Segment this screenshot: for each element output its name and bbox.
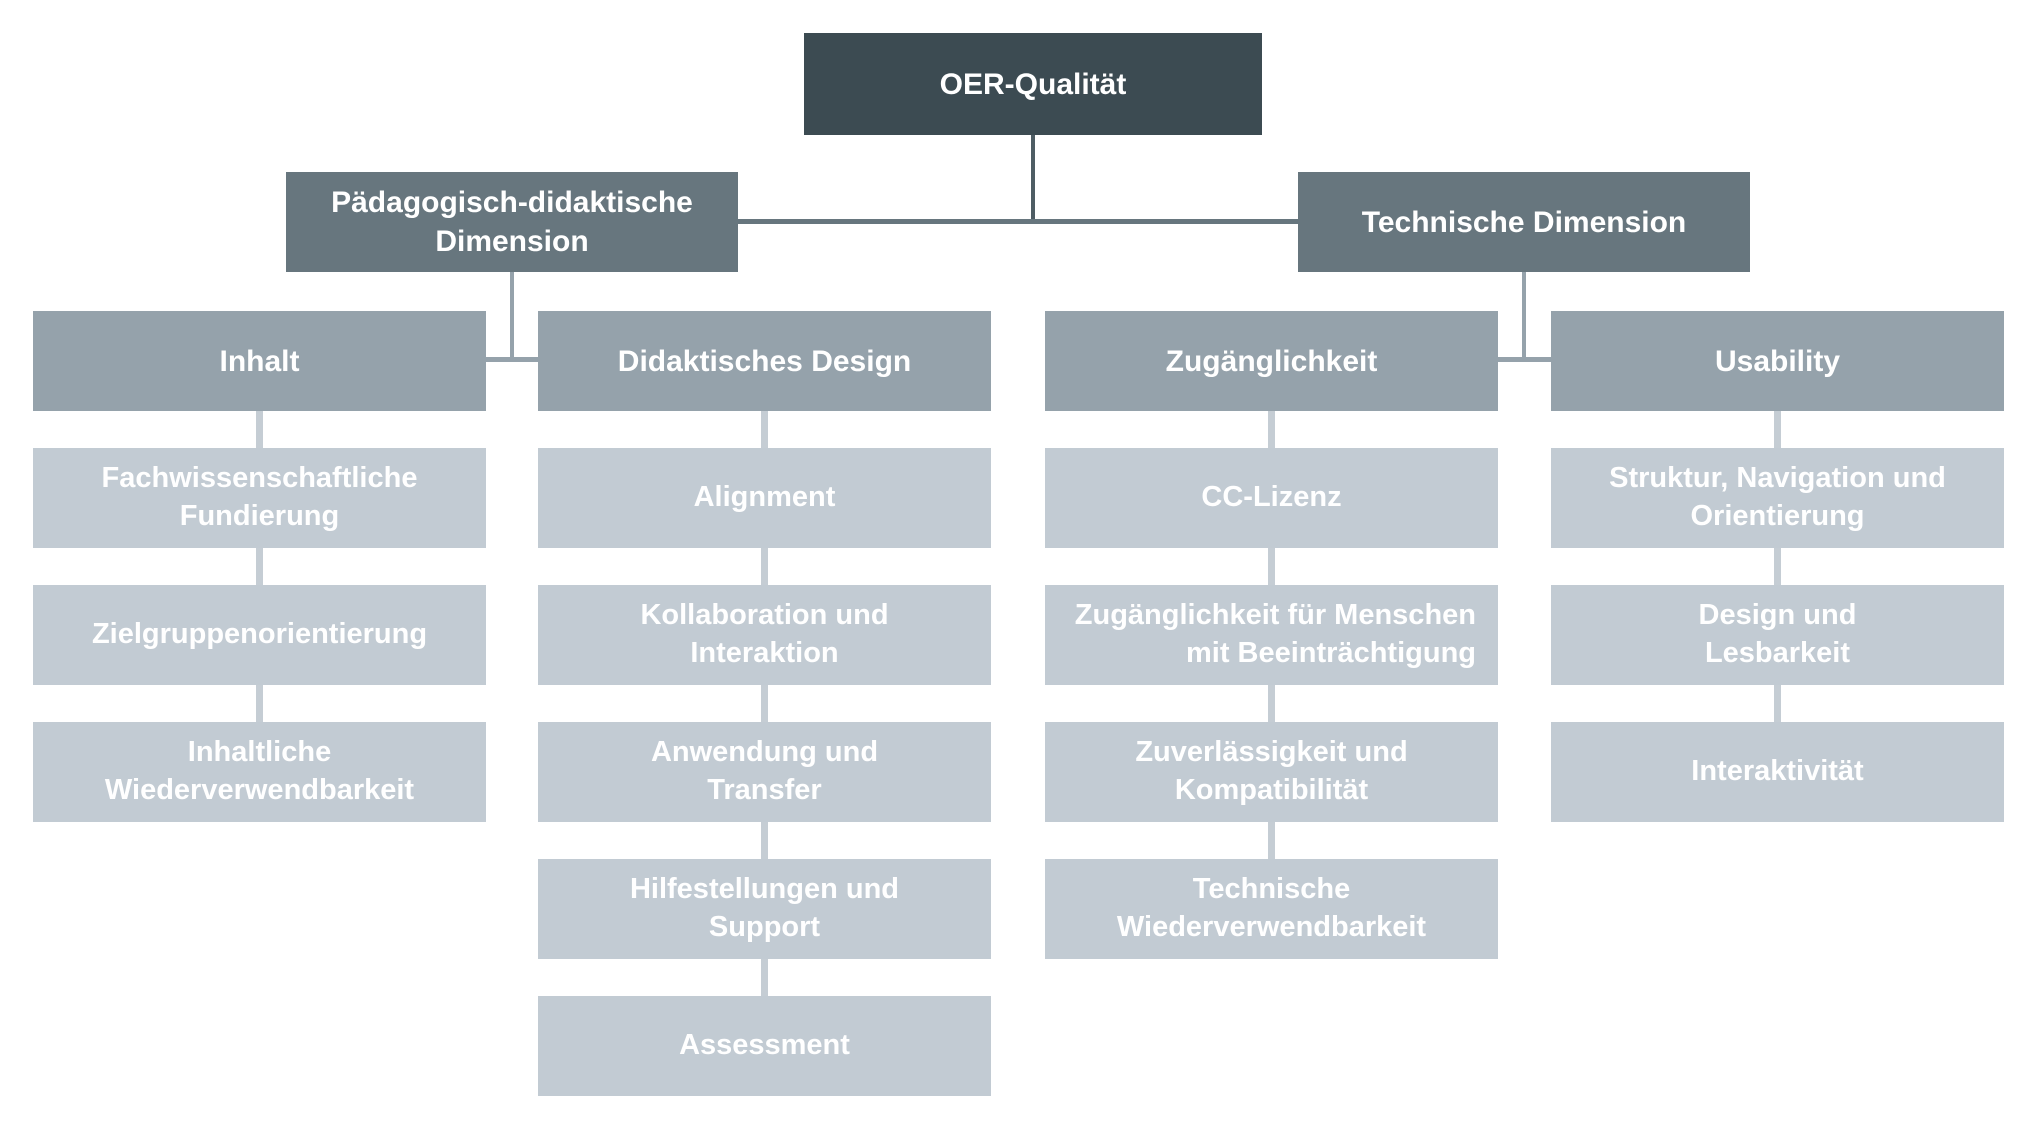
connector-paedagogisch-horizontal <box>486 357 538 362</box>
category-node-usability: Usability <box>1551 311 2004 411</box>
criterion-node-zielgruppenorientierung: Zielgruppenorientierung <box>33 585 486 685</box>
connector-paedagogisch-vertical <box>510 272 514 360</box>
connector-technisch-vertical <box>1522 272 1526 360</box>
connector-technisch-horizontal <box>1498 357 1551 362</box>
criterion-node-fachwissenschaftliche-fundierung: Fachwissenschaftliche Fundierung <box>33 448 486 548</box>
criterion-node-design-lesbarkeit: Design und Lesbarkeit <box>1551 585 2004 685</box>
connector-root-horizontal <box>738 219 1298 224</box>
connector-spine-usability <box>1774 411 1781 722</box>
criterion-node-inhaltliche-wiederverwendbarkeit: Inhaltliche Wiederverwendbarkeit <box>33 722 486 822</box>
criterion-node-assessment: Assessment <box>538 996 991 1096</box>
criterion-node-alignment: Alignment <box>538 448 991 548</box>
criterion-node-zuverlaessigkeit-kompatibilitaet: Zuverlässigkeit und Kompatibilität <box>1045 722 1498 822</box>
criterion-node-kollaboration-interaktion: Kollaboration und Interaktion <box>538 585 991 685</box>
criterion-node-interaktivitaet: Interaktivität <box>1551 722 2004 822</box>
category-node-zugaenglichkeit: Zugänglichkeit <box>1045 311 1498 411</box>
criterion-node-cc-lizenz: CC-Lizenz <box>1045 448 1498 548</box>
connector-root-vertical <box>1031 135 1035 223</box>
connector-spine-didaktisches-design <box>761 411 768 996</box>
criterion-node-hilfestellungen-support: Hilfestellungen und Support <box>538 859 991 959</box>
root-node-oer-qualitaet: OER-Qualität <box>804 33 1262 135</box>
category-node-didaktisches-design: Didaktisches Design <box>538 311 991 411</box>
criterion-node-struktur-navigation-orientierung: Struktur, Navigation und Orientierung <box>1551 448 2004 548</box>
criterion-node-zugaenglichkeit-menschen-beeintraechtigung: Zugänglichkeit für Menschen mit Beeinträ… <box>1045 585 1498 685</box>
connector-spine-inhalt <box>256 411 263 722</box>
criterion-node-anwendung-transfer: Anwendung und Transfer <box>538 722 991 822</box>
dimension-node-technisch: Technische Dimension <box>1298 172 1750 272</box>
dimension-node-paedagogisch-didaktisch: Pädagogisch-didaktische Dimension <box>286 172 738 272</box>
category-node-inhalt: Inhalt <box>33 311 486 411</box>
criterion-node-technische-wiederverwendbarkeit: Technische Wiederverwendbarkeit <box>1045 859 1498 959</box>
